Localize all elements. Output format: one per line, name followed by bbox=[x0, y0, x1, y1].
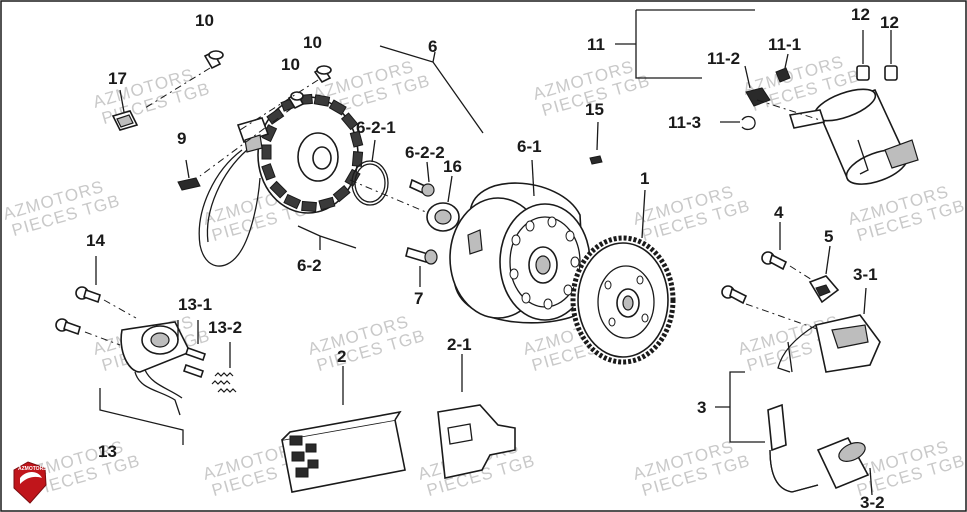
label-16: 16 bbox=[443, 157, 462, 176]
ignition-coil-3-1 bbox=[777, 287, 881, 373]
label-3-2: 3-2 bbox=[860, 493, 885, 512]
starter-nut-11-2 bbox=[744, 65, 771, 107]
cdi-bracket-2-1 bbox=[437, 354, 516, 479]
starter-gear-1 bbox=[570, 189, 676, 365]
label-11-3: 11-3 bbox=[668, 113, 701, 132]
spark-plug-cap-3-2 bbox=[767, 403, 873, 496]
label-6-2-1: 6-2-1 bbox=[356, 118, 396, 137]
stator-wire-harness bbox=[198, 149, 261, 267]
bracket-6 bbox=[379, 45, 484, 134]
bracket-6-2 bbox=[297, 225, 357, 250]
bracket-11 bbox=[615, 9, 755, 79]
screw-10-lower bbox=[287, 91, 305, 110]
assembly-line-screw10-b bbox=[239, 79, 319, 131]
bracket-3 bbox=[715, 371, 765, 443]
nut-16 bbox=[426, 175, 460, 232]
label-7: 7 bbox=[414, 289, 423, 308]
label-11-1: 11-1 bbox=[768, 35, 801, 54]
bolt-12-left bbox=[856, 30, 870, 81]
label-12-left: 12 bbox=[851, 5, 870, 24]
bolt-4b bbox=[721, 285, 748, 305]
assembly-line-14a bbox=[103, 299, 137, 319]
stator-assembly bbox=[198, 93, 364, 267]
label-5: 5 bbox=[824, 227, 833, 246]
label-10-top: 10 bbox=[195, 11, 214, 30]
stator-center-hole bbox=[312, 146, 332, 170]
label-14: 14 bbox=[86, 231, 105, 250]
label-11: 11 bbox=[587, 35, 605, 54]
label-15: 15 bbox=[585, 100, 604, 119]
label-4: 4 bbox=[774, 203, 784, 222]
assembly-line-screw10-c bbox=[199, 107, 293, 177]
label-6: 6 bbox=[428, 37, 437, 56]
wire-clip-9 bbox=[177, 159, 201, 191]
cdi-unit-2 bbox=[281, 366, 406, 493]
pulse-generator-13 bbox=[99, 321, 192, 445]
label-1: 1 bbox=[640, 169, 649, 188]
label-13-2: 13-2 bbox=[208, 318, 242, 337]
pin-13-1 bbox=[182, 346, 207, 379]
label-3: 3 bbox=[697, 398, 706, 417]
starter-motor-11 bbox=[788, 88, 919, 185]
label-10-mid: 10 bbox=[303, 33, 322, 52]
label-12-right: 12 bbox=[880, 13, 899, 32]
label-6-2-2: 6-2-2 bbox=[405, 143, 445, 162]
bolt-4 bbox=[761, 222, 788, 271]
stator-teeth bbox=[261, 93, 364, 213]
cable-clamp-17 bbox=[111, 89, 139, 131]
bolt-7 bbox=[405, 246, 438, 287]
coil-bracket-5 bbox=[808, 245, 840, 304]
bolt-6-2-2 bbox=[409, 161, 435, 197]
assembly-line-14b bbox=[84, 331, 121, 346]
label-3-1: 3-1 bbox=[853, 265, 878, 284]
bolt-12-right bbox=[884, 30, 898, 81]
assembly-line-starter bbox=[756, 99, 821, 121]
label-11-2: 11-2 bbox=[707, 49, 740, 68]
leader-13-1 bbox=[177, 320, 199, 344]
label-13: 13 bbox=[98, 442, 117, 461]
o-ring-6-2-1 bbox=[351, 139, 389, 206]
label-9: 9 bbox=[177, 129, 186, 148]
azmotors-logo: AZMOTORS bbox=[13, 461, 47, 504]
screw-10-mid bbox=[313, 65, 332, 84]
screw-14-lower bbox=[55, 318, 81, 336]
label-13-1: 13-1 bbox=[178, 295, 212, 314]
part-labels: 10 10 10 17 6 9 6-2-1 6-2-2 16 6-1 15 1 … bbox=[86, 5, 899, 512]
woodruff-key-15 bbox=[589, 121, 603, 165]
label-10-low: 10 bbox=[281, 55, 300, 74]
assembly-line-coil bbox=[745, 303, 821, 331]
label-6-1: 6-1 bbox=[517, 137, 542, 156]
label-6-2: 6-2 bbox=[297, 256, 322, 275]
spring-13-2 bbox=[211, 372, 237, 393]
svg-text:AZMOTORS: AZMOTORS bbox=[18, 466, 47, 472]
starter-clip-11-3 bbox=[720, 115, 756, 131]
label-2: 2 bbox=[337, 347, 346, 366]
label-17: 17 bbox=[108, 69, 127, 88]
screw-14-upper bbox=[75, 286, 101, 304]
assembly-line-screw10 bbox=[144, 67, 211, 109]
stator-wire-harness-2 bbox=[206, 149, 248, 243]
screw-10-top bbox=[203, 50, 224, 70]
starter-bolt-11-1 bbox=[775, 53, 791, 83]
flywheel-6-1 bbox=[449, 159, 591, 324]
label-2-1: 2-1 bbox=[447, 335, 472, 354]
